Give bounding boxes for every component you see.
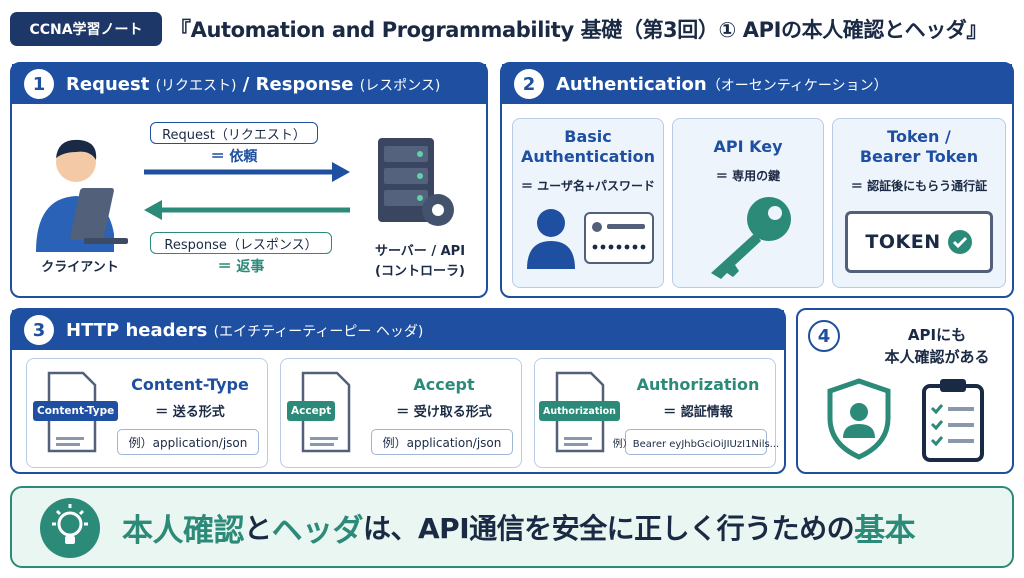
- response-arrow-icon: [144, 200, 350, 220]
- token-text: TOKEN: [865, 231, 941, 253]
- identity-text: APIにも本人確認がある: [884, 326, 990, 366]
- doc-label: Content-Type: [33, 401, 119, 421]
- api-key-card: API Key ＝ 専用の鍵: [672, 118, 824, 288]
- client-label: クライアント: [41, 260, 119, 275]
- server-icon: [378, 138, 454, 226]
- api-identity-panel: 4 APIにも本人確認がある: [796, 308, 1014, 474]
- card-subtitle: ＝ 専用の鍵: [715, 169, 781, 183]
- response-label: Response（レスポンス）: [150, 232, 332, 254]
- panel-header: 2 Authentication（オーセンティケーション）: [502, 64, 1012, 104]
- section-number: 3: [24, 315, 54, 345]
- header-name: Authorization: [636, 375, 760, 394]
- shield-user-icon: [827, 378, 891, 460]
- header-name: Accept: [413, 375, 475, 394]
- header-meaning: ＝ 認証情報: [663, 405, 733, 420]
- card-title: API Key: [713, 137, 783, 156]
- request-response-panel: 1 Request (リクエスト) / Response (レスポンス) Req…: [10, 62, 488, 298]
- key-icon: [711, 197, 791, 279]
- summary-text: 本人確認 と ヘッダ は、API通信を安全に正しく行うための 基本: [122, 512, 916, 549]
- summary-banner: 本人確認 と ヘッダ は、API通信を安全に正しく行うための 基本: [10, 486, 1014, 568]
- panel-header: 3 HTTP headers (エイチティーティーピー ヘッダ): [12, 310, 784, 350]
- panel-title: HTTP headers (エイチティーティーピー ヘッダ): [66, 319, 424, 341]
- page-title: 『Automation and Programmability 基礎（第3回）①…: [170, 18, 988, 42]
- header-example: 例）application/json: [371, 429, 513, 455]
- checklist-icon: [922, 379, 984, 462]
- panel-title: Request (リクエスト) / Response (レスポンス): [66, 73, 441, 95]
- doc-label: Accept: [287, 401, 336, 421]
- panel-header: 1 Request (リクエスト) / Response (レスポンス): [12, 64, 486, 104]
- header-example: 例）Bearer eyJhbGciOiJIUzI1Nils...: [613, 429, 779, 455]
- client-person-icon: [36, 139, 128, 252]
- http-headers-panel: 3 HTTP headers (エイチティーティーピー ヘッダ) Content…: [10, 308, 786, 474]
- doc-label: Authorization: [539, 401, 620, 421]
- card-title: Token /Bearer Token: [859, 127, 979, 166]
- token-card: Token /Bearer Token ＝ 認証後にもらう通行証 TOKEN: [832, 118, 1006, 288]
- server-sub-label: (コントローラ): [375, 264, 465, 279]
- header-meaning: ＝ 送る形式: [155, 405, 225, 420]
- card-subtitle: ＝ ユーザ名+パスワード: [521, 179, 655, 193]
- section-number: 1: [24, 69, 54, 99]
- header-example: 例）application/json: [117, 429, 259, 455]
- card-subtitle: ＝ 認証後にもらう通行証: [850, 179, 988, 193]
- user-password-icon: [527, 209, 654, 269]
- section-number: 2: [514, 69, 544, 99]
- panel-title: Authentication（オーセンティケーション）: [556, 73, 888, 95]
- request-label: Request（リクエスト）: [150, 122, 318, 144]
- request-arrow-icon: [144, 162, 350, 182]
- accept-card: Accept Accept ＝ 受け取る形式 例）application/jso…: [280, 358, 522, 468]
- server-label: サーバー / API: [374, 244, 466, 259]
- header-meaning: ＝ 受け取る形式: [396, 405, 492, 420]
- section-number: 4: [808, 320, 840, 352]
- response-meaning: ＝ 返事: [217, 259, 265, 275]
- authorization-card: Authorization Authorization ＝ 認証情報 例）Bea…: [534, 358, 779, 468]
- request-meaning: ＝ 依頼: [210, 149, 258, 165]
- check-circle-icon: [947, 230, 972, 254]
- token-ticket-icon: TOKEN: [845, 211, 993, 273]
- notebook-tag: CCNA学習ノート: [10, 12, 162, 46]
- lightbulb-icon: [40, 498, 100, 558]
- content-type-card: Content-Type Content-Type ＝ 送る形式 例）appli…: [26, 358, 268, 468]
- header-name: Content-Type: [131, 375, 249, 394]
